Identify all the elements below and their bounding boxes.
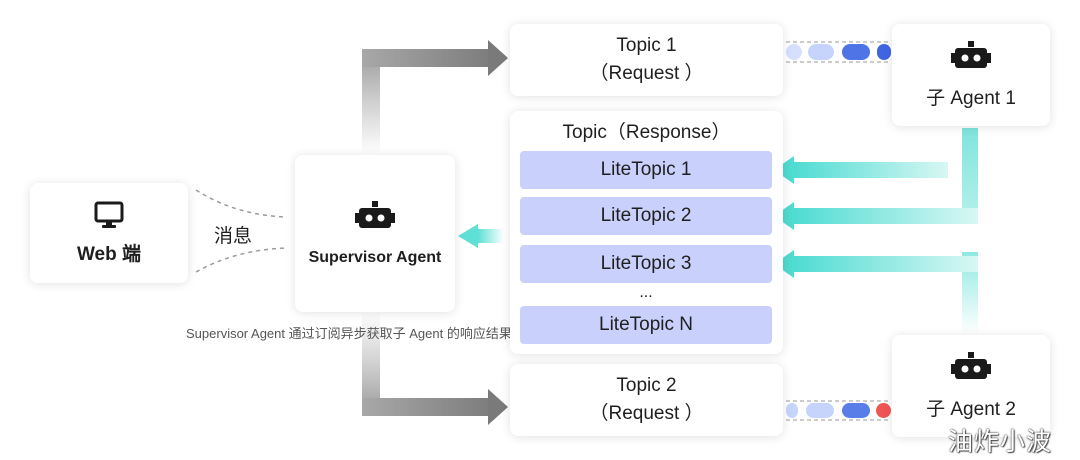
queue-message — [842, 44, 870, 60]
topic1-title: Topic 1 — [616, 35, 677, 56]
web-client-label: Web 端 — [76, 243, 142, 265]
queue-message — [876, 403, 891, 418]
robot-icon — [951, 40, 991, 75]
response-arrow-litetopic3 — [774, 250, 978, 278]
queue-message — [842, 403, 870, 418]
response-arrow-litetopic1 — [774, 156, 948, 184]
litetopic-1: LiteTopic 1 — [520, 151, 772, 189]
message-line-upper — [195, 189, 287, 218]
monitor-icon — [94, 201, 124, 229]
queue-message — [808, 44, 834, 60]
response-arrow-litetopic2 — [774, 202, 978, 230]
message-label: 消息 — [214, 226, 253, 247]
topic1-card: Topic 1 （Request ） — [510, 24, 783, 96]
request-queue-topic2 — [786, 400, 891, 421]
supervisor-agent-card: Supervisor Agent — [295, 155, 455, 312]
web-client-card: Web 端 — [30, 183, 188, 283]
message-line-lower — [195, 247, 287, 273]
request-arrow-topic2 — [362, 312, 508, 425]
response-arrow-supervisor — [458, 224, 504, 248]
watermark: 油炸小波 — [948, 428, 1053, 456]
topic2-card: Topic 2 （Request ） — [510, 364, 783, 436]
response-topic-title: Topic（Response） — [562, 122, 731, 143]
litetopic-2: LiteTopic 2 — [520, 197, 772, 235]
supervisor-caption: Supervisor Agent 通过订阅异步获取子 Agent 的响应结果 — [186, 326, 512, 341]
litetopic-ellipsis: ... — [639, 284, 653, 301]
queue-message — [786, 403, 798, 418]
queue-message — [806, 403, 834, 418]
agent1-connector — [962, 128, 978, 224]
sub-agent1-label: 子 Agent 1 — [926, 87, 1016, 109]
litetopic-3: LiteTopic 3 — [520, 245, 772, 283]
request-queue-topic1 — [786, 41, 891, 63]
sub-agent2-label: 子 Agent 2 — [926, 398, 1016, 420]
queue-message — [877, 44, 891, 60]
litetopic-n: LiteTopic N — [520, 306, 772, 344]
robot-icon — [951, 351, 991, 386]
sub-agent1-card: 子 Agent 1 — [892, 24, 1050, 126]
queue-message — [786, 44, 802, 60]
supervisor-agent-label: Supervisor Agent — [308, 248, 442, 266]
topic2-subtitle: （Request ） — [589, 403, 704, 424]
topic1-subtitle: （Request ） — [589, 63, 704, 84]
topic2-title: Topic 2 — [616, 375, 677, 396]
agent2-connector — [962, 252, 978, 334]
robot-icon — [355, 200, 395, 235]
request-arrow-topic1 — [362, 40, 508, 154]
sub-agent2-card: 子 Agent 2 — [892, 335, 1050, 437]
